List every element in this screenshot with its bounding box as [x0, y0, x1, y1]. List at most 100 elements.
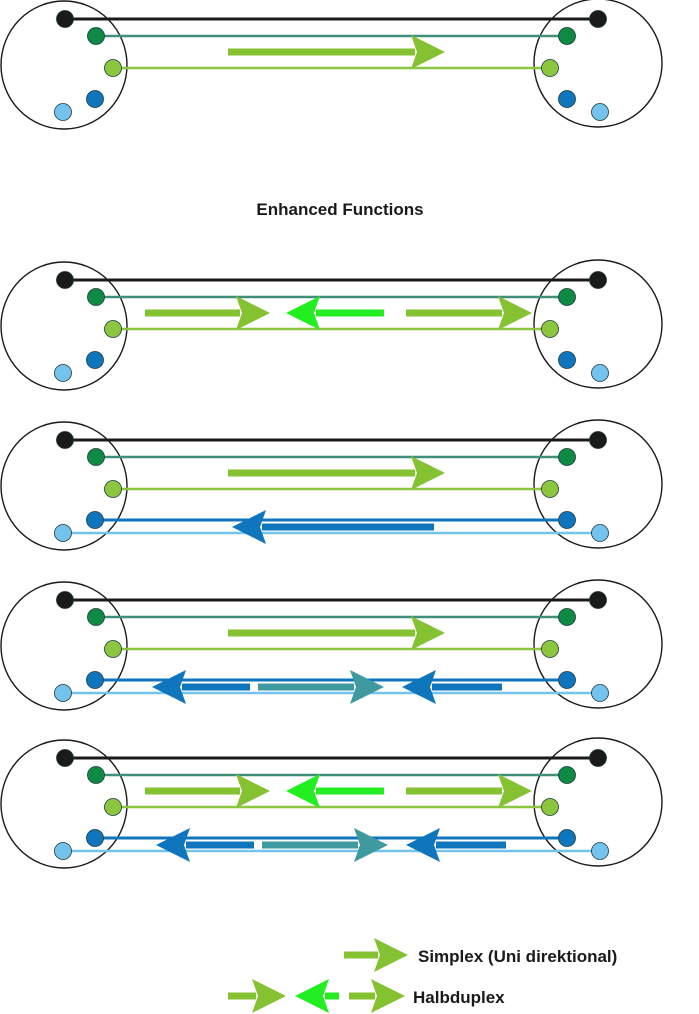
- arrow-shaft: [228, 992, 256, 1000]
- arrow-head: [406, 828, 440, 862]
- arrow-shaft: [228, 469, 415, 477]
- left-connector: [0, 261, 128, 391]
- halfduplex-arrow-teal-right: [258, 670, 384, 704]
- pin-right-dark-green: [558, 27, 576, 45]
- arrow-head: [350, 670, 384, 704]
- arrow-head: [402, 670, 436, 704]
- pin-right-lime: [541, 59, 559, 77]
- legend: Simplex (Uni direktional) Halbduplex: [228, 938, 617, 1013]
- pin-right-lime: [541, 798, 559, 816]
- legend-simplex-arrow-icon: [344, 938, 408, 972]
- pin-left-light-blue: [54, 842, 72, 860]
- left-connector: [0, 421, 128, 551]
- diagram-basic: [0, 0, 663, 130]
- pin-right-black: [589, 749, 607, 767]
- arrow-head: [411, 456, 445, 490]
- pin-right-light-blue: [591, 684, 609, 702]
- pin-left-light-blue: [54, 364, 72, 382]
- arrow-shaft: [436, 841, 506, 849]
- arrow-head: [152, 670, 186, 704]
- arrow-head: [411, 35, 445, 69]
- pin-left-light-blue: [54, 684, 72, 702]
- pin-left-lime: [104, 59, 122, 77]
- pin-right-lime: [541, 480, 559, 498]
- diagram-enhanced-2: [0, 419, 663, 551]
- right-connector: [533, 259, 663, 389]
- arrow-shaft: [349, 992, 375, 1000]
- halfduplex-arrow-blue-left: [156, 828, 254, 862]
- right-connector: [533, 737, 663, 867]
- arrow-head: [371, 979, 405, 1013]
- arrow-head: [236, 774, 270, 808]
- halfduplex-arrow-teal-right: [262, 828, 388, 862]
- pin-right-black: [589, 431, 607, 449]
- pin-left-blue: [86, 671, 104, 689]
- pin-left-dark-green: [87, 608, 105, 626]
- pin-left-lime: [104, 320, 122, 338]
- arrow-shaft: [228, 629, 415, 637]
- diagram-enhanced-3: [0, 579, 663, 711]
- arrow-head: [498, 774, 532, 808]
- pin-right-black: [589, 591, 607, 609]
- left-connector: [0, 0, 128, 130]
- arrow-left-icon: [295, 979, 339, 1013]
- pin-right-lime: [541, 320, 559, 338]
- arrow-head: [286, 296, 320, 330]
- arrow-shaft: [145, 787, 240, 795]
- pin-left-blue: [86, 829, 104, 847]
- pin-right-light-blue: [591, 364, 609, 382]
- pin-right-light-blue: [591, 842, 609, 860]
- legend-halbduplex-arrows-icon: [228, 979, 405, 1013]
- pin-right-dark-green: [558, 288, 576, 306]
- pin-left-dark-green: [87, 766, 105, 784]
- arrow-shaft: [145, 309, 240, 317]
- arrow-shaft: [262, 841, 358, 849]
- arrow-head: [498, 296, 532, 330]
- left-connector: [0, 739, 128, 869]
- pin-left-black: [56, 10, 74, 28]
- arrow-right-icon: [349, 979, 405, 1013]
- pin-right-blue: [558, 671, 576, 689]
- pin-left-dark-green: [87, 448, 105, 466]
- halfduplex-arrow-left: [286, 296, 384, 330]
- arrow-head: [374, 938, 408, 972]
- arrow-head: [295, 979, 329, 1013]
- arrow-shaft: [182, 683, 250, 691]
- halfduplex-arrow-left: [286, 774, 384, 808]
- arrow-head: [354, 828, 388, 862]
- arrow-shaft: [262, 523, 434, 531]
- pin-right-light-blue: [591, 103, 609, 121]
- halfduplex-arrow-blue-left: [152, 670, 250, 704]
- pin-left-black: [56, 591, 74, 609]
- halfduplex-arrow-blue-left: [402, 670, 502, 704]
- arrow-shaft: [186, 841, 254, 849]
- simplex-arrow: [228, 35, 445, 69]
- arrow-head: [236, 296, 270, 330]
- pin-left-black: [56, 431, 74, 449]
- pin-right-blue: [558, 511, 576, 529]
- arrow-shaft: [432, 683, 502, 691]
- arrow-shaft: [406, 309, 502, 317]
- arrow-shaft: [228, 48, 415, 56]
- left-connector: [0, 581, 128, 711]
- arrow-head: [232, 510, 266, 544]
- pin-left-dark-green: [87, 27, 105, 45]
- pin-left-light-blue: [54, 103, 72, 121]
- pin-left-black: [56, 749, 74, 767]
- pin-left-dark-green: [87, 288, 105, 306]
- pin-left-lime: [104, 640, 122, 658]
- arrow-head: [286, 774, 320, 808]
- halfduplex-arrow-right: [406, 774, 532, 808]
- legend-halbduplex-label: Halbduplex: [413, 988, 505, 1007]
- simplex-arrow: [228, 616, 445, 650]
- arrow-head: [252, 979, 286, 1013]
- simplex-arrow-blue: [232, 510, 434, 544]
- pin-right-blue: [558, 351, 576, 369]
- pin-left-black: [56, 271, 74, 289]
- pin-right-dark-green: [558, 766, 576, 784]
- arrow-head: [156, 828, 190, 862]
- right-connector: [533, 419, 663, 549]
- arrow-shaft: [344, 951, 378, 959]
- pin-right-light-blue: [591, 524, 609, 542]
